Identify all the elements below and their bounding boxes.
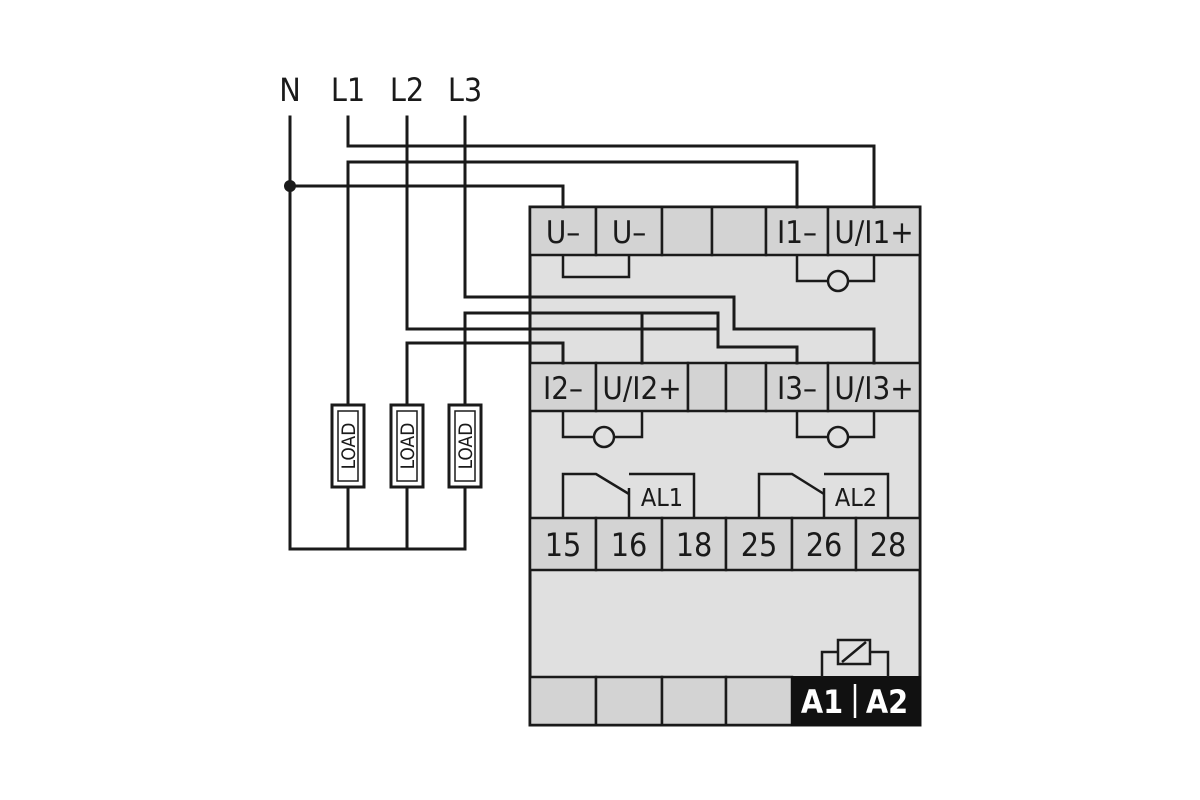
terminal-blank-7: [660, 675, 728, 727]
relay-contact-al1: AL1: [561, 472, 696, 518]
label-u-i2-plus: U/I2+: [602, 371, 681, 407]
label-i3-minus: I3–: [777, 371, 817, 407]
label-15: 15: [545, 526, 582, 564]
label-a2: A2: [866, 683, 908, 721]
label-u-minus-2: U–: [612, 215, 646, 251]
terminal-28: [854, 516, 922, 572]
terminal-blank-6: [594, 675, 664, 727]
terminal-blank-1: [660, 205, 714, 257]
terminal-15: [528, 516, 598, 572]
label-n: N: [279, 71, 301, 109]
terminal-18: [660, 516, 728, 572]
wire-load3-link: [463, 311, 720, 407]
label-u-i1-plus: U/I1+: [834, 215, 913, 251]
label-16: 16: [611, 526, 648, 564]
label-i1-minus: I1–: [777, 215, 817, 251]
load-1-label: LOAD: [338, 423, 360, 470]
label-l2: L2: [390, 71, 424, 109]
relay-contact-al2: AL2: [757, 472, 890, 518]
terminal-blank-3: [686, 361, 728, 413]
terminal-blank-2: [710, 205, 768, 257]
load-2: LOAD: [389, 403, 425, 489]
label-u-minus-1: U–: [546, 215, 580, 251]
wire-load2-to-i2: [405, 341, 565, 407]
terminal-25: [724, 516, 794, 572]
label-18: 18: [676, 526, 713, 564]
load-3-label: LOAD: [455, 423, 477, 470]
current-sensor-2-icon: [592, 425, 616, 449]
terminal-blank-4: [724, 361, 768, 413]
wire-l1: [346, 115, 876, 209]
line-labels: N L1 L2 L3: [279, 71, 482, 109]
current-sensor-3-icon: [826, 425, 850, 449]
load-3: LOAD: [447, 403, 483, 489]
label-a1: A1: [801, 683, 843, 721]
label-l1: L1: [331, 71, 365, 109]
label-l3: L3: [448, 71, 482, 109]
terminal-blank-8: [724, 675, 794, 727]
wire-l1-to-i1: [346, 160, 799, 209]
wire-l2: [405, 115, 799, 365]
terminal-i3-minus: [764, 361, 830, 413]
label-i2-minus: I2–: [543, 371, 583, 407]
current-sensor-1-icon: [826, 269, 850, 293]
terminal-row-2: I2– U/I2+ I3– U/I3+: [528, 361, 922, 413]
supply-terminal-row: A1 A2: [528, 675, 921, 727]
internal-link-i1: [795, 255, 876, 283]
relay-terminal-row: 15 16 18 25 26 28: [528, 516, 922, 572]
internal-link-u: [561, 255, 631, 279]
label-25: 25: [741, 526, 778, 564]
wire-n-to-u: [288, 184, 565, 209]
terminal-blank-5: [528, 675, 598, 727]
label-26: 26: [806, 526, 843, 564]
label-al1: AL1: [641, 483, 683, 512]
wire-n: [288, 115, 467, 551]
label-u-i3-plus: U/I3+: [834, 371, 913, 407]
label-al2: AL2: [835, 483, 877, 512]
terminal-row-1: U– U– I1– U/I1+: [528, 205, 922, 257]
wire-l3: [463, 115, 876, 365]
coil-icon: [820, 638, 890, 677]
load-1: LOAD: [330, 403, 366, 489]
internal-link-i3: [795, 411, 876, 439]
label-28: 28: [870, 526, 907, 564]
load-2-label: LOAD: [397, 423, 419, 470]
module-body: [528, 205, 922, 727]
internal-link-i2: [561, 411, 644, 439]
